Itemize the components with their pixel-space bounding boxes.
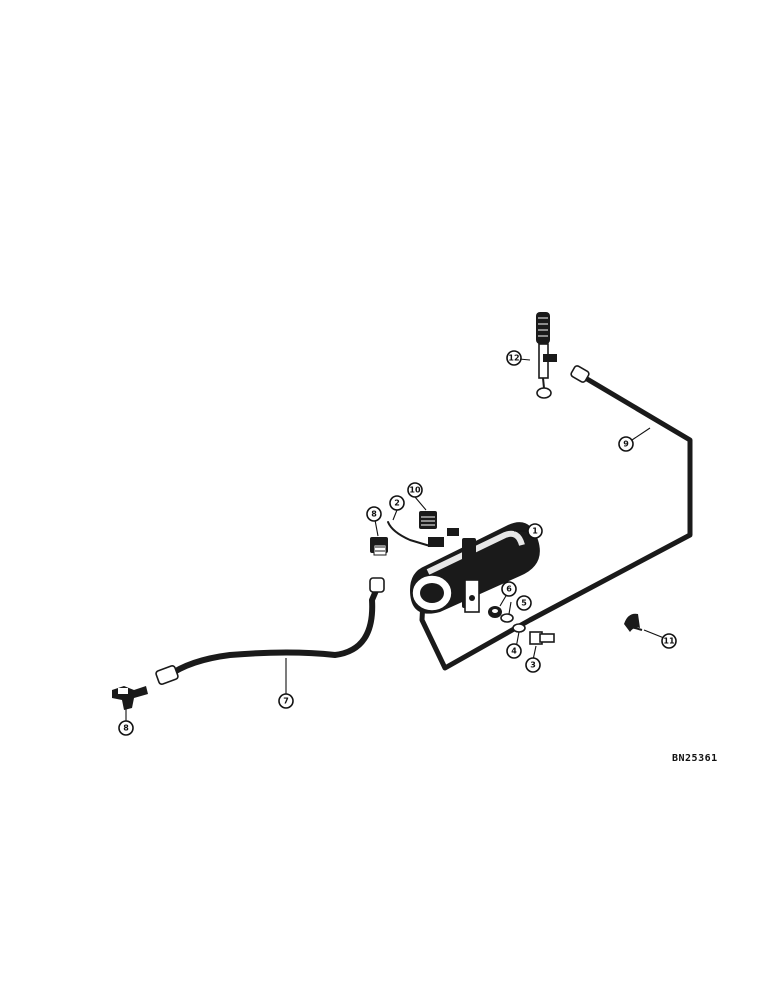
callout-9: 9 xyxy=(618,436,634,452)
callout-11-label: 11 xyxy=(663,637,675,646)
callout-9-label: 9 xyxy=(623,440,629,449)
part-1-fuel-filter xyxy=(410,522,540,614)
leader-lines xyxy=(125,357,670,727)
callout-2: 2 xyxy=(389,495,405,511)
part-2-bleed-line xyxy=(387,521,431,547)
callout-10-label: 10 xyxy=(409,486,421,495)
callout-5-label: 5 xyxy=(521,599,527,608)
callout-5: 5 xyxy=(516,595,532,611)
callout-1: 1 xyxy=(527,523,543,539)
callout-11: 11 xyxy=(661,633,677,649)
part-5-lock-washer xyxy=(500,613,514,623)
part-7-flexible-hose xyxy=(155,577,385,685)
callout-7-label: 7 xyxy=(283,697,289,706)
callout-10: 10 xyxy=(407,482,423,498)
callout-3-label: 3 xyxy=(530,661,536,670)
callout-6-label: 6 xyxy=(506,585,512,594)
callout-3: 3 xyxy=(525,657,541,673)
callout-8a: 8 xyxy=(366,506,382,522)
callout-12-label: 12 xyxy=(508,354,519,363)
part-12-primer-valve xyxy=(536,312,557,399)
part-6-nut xyxy=(488,606,502,618)
part-11-clip xyxy=(624,613,643,632)
callout-8a-label: 8 xyxy=(371,510,377,519)
part-8-tee-fitting-lower xyxy=(112,686,148,710)
callout-7: 7 xyxy=(278,693,294,709)
callout-1-label: 1 xyxy=(532,527,538,536)
part-9-fuel-line xyxy=(419,365,693,671)
part-3-bolt xyxy=(529,631,555,645)
callout-12: 12 xyxy=(506,350,522,366)
part-4-washer xyxy=(512,623,526,633)
callout-8b: 8 xyxy=(118,720,134,736)
callout-4-label: 4 xyxy=(511,647,517,656)
callout-4: 4 xyxy=(506,643,522,659)
drawing-number: BN25361 xyxy=(672,753,718,764)
part-10-elbow-fitting xyxy=(419,511,437,529)
callout-6: 6 xyxy=(501,581,517,597)
part-8-elbow-fitting-upper xyxy=(370,537,388,556)
callout-8b-label: 8 xyxy=(123,724,129,733)
callout-2-label: 2 xyxy=(394,499,400,508)
